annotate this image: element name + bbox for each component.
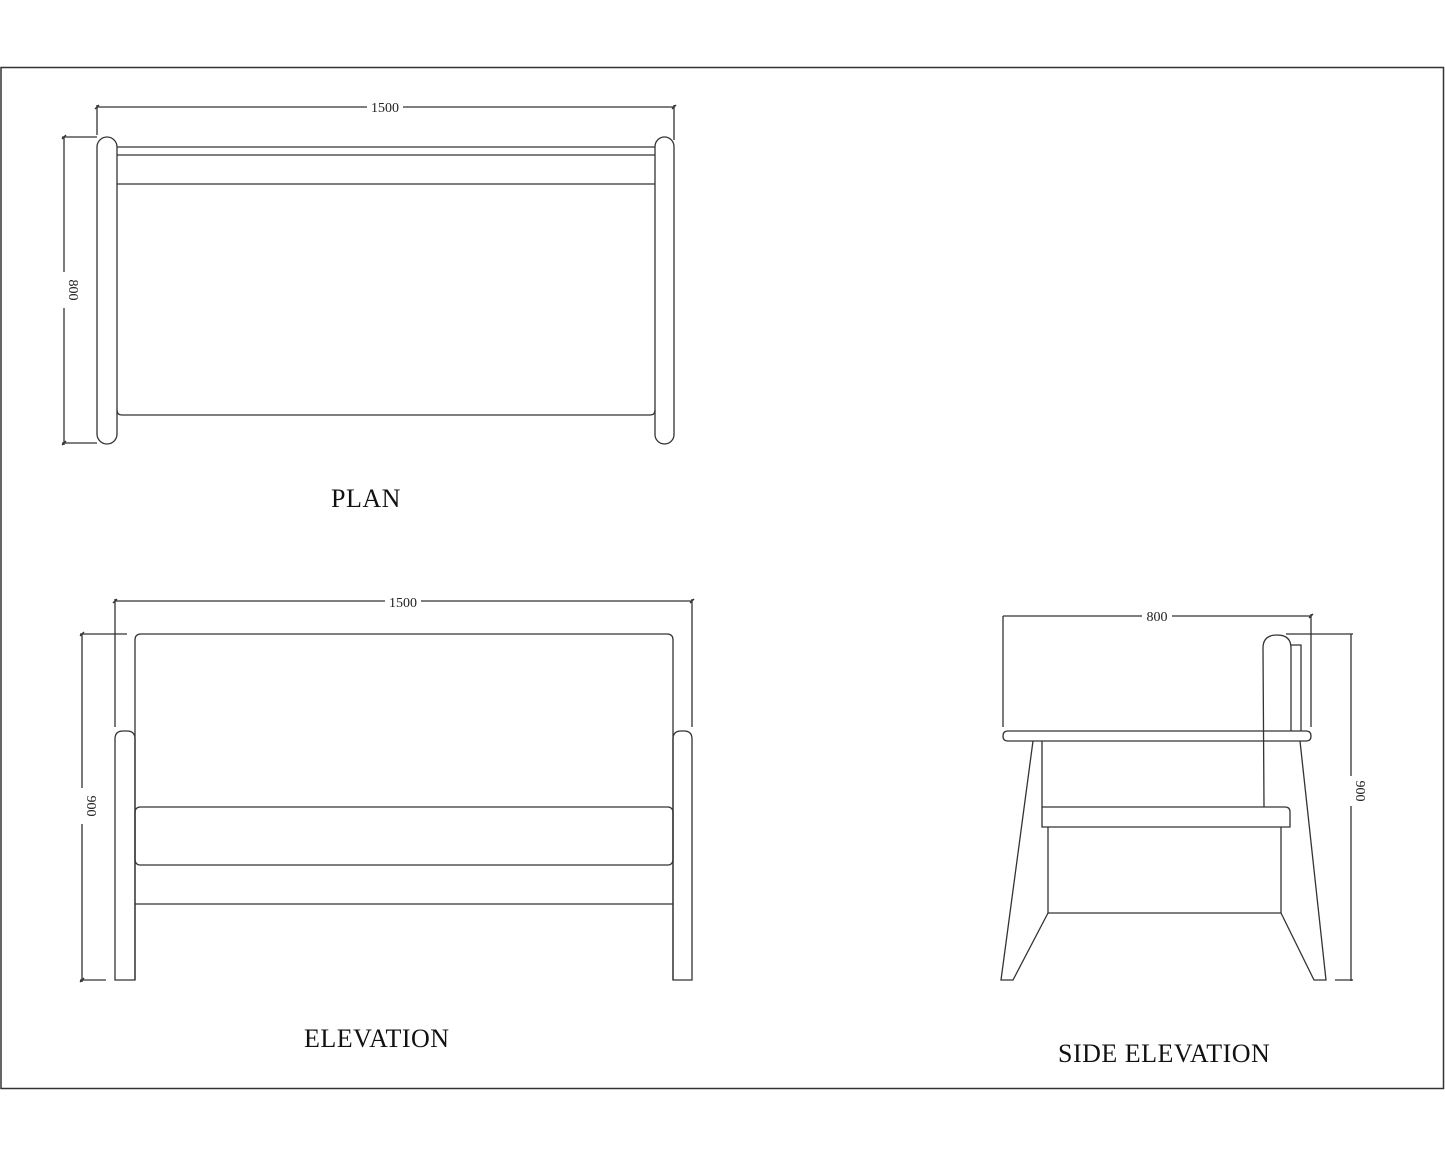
plan-left-arm [96, 136, 118, 445]
side-elevation-view: 800 900 [1000, 609, 1367, 981]
side-back-post [1262, 634, 1292, 808]
plan-width-label: 1500 [371, 101, 399, 116]
plan-seat-front [116, 409, 656, 416]
plan-width-dimension: 1500 [94, 99, 677, 140]
plan-view: 1500 800 [57, 99, 677, 446]
side-depth-dimension: 800 [1002, 609, 1314, 727]
side-armrest [1002, 730, 1312, 742]
plan-depth-label: 800 [65, 280, 80, 301]
side-depth-label: 800 [1147, 610, 1168, 625]
plan-right-arm [654, 136, 675, 445]
elevation-seat-cushion [134, 806, 674, 866]
side-seat [1041, 806, 1291, 828]
sheet-border [0, 66, 1445, 1090]
side-front-leg [1000, 740, 1049, 981]
plan-depth-dimension: 800 [57, 134, 97, 446]
side-back-panel [1291, 644, 1302, 731]
side-height-dimension: 900 [1286, 633, 1367, 981]
elevation-width-dimension: 1500 [112, 594, 695, 727]
elevation-view: 1500 900 [75, 594, 695, 983]
side-height-label: 900 [1352, 781, 1367, 802]
elevation-backrest [134, 633, 674, 980]
side-elevation-title: SIDE ELEVATION [1058, 1039, 1271, 1068]
elevation-right-arm [672, 730, 693, 981]
elevation-width-label: 1500 [389, 596, 417, 611]
elevation-left-arm [114, 730, 136, 981]
side-rear-leg [1280, 740, 1327, 981]
elevation-height-label: 900 [83, 796, 98, 817]
elevation-height-dimension: 900 [75, 631, 127, 983]
elevation-title: ELEVATION [304, 1024, 450, 1053]
plan-title: PLAN [331, 484, 401, 513]
